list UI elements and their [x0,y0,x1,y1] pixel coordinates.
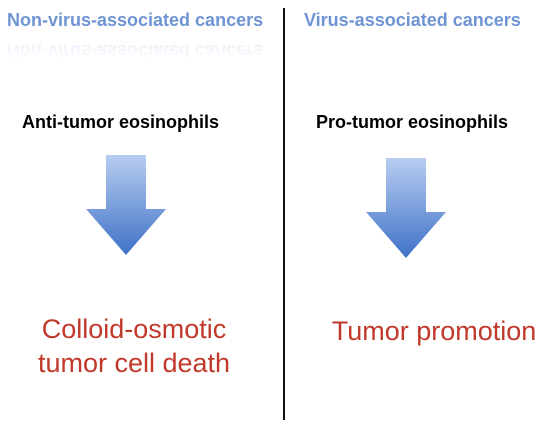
heading-reflection-left: Non-virus-associated cancers [7,41,264,61]
outcome-tumor-promotion: Tumor promotion [318,314,550,348]
label-anti-tumor-eosinophils: Anti-tumor eosinophils [22,112,219,132]
outcome-line: tumor cell death [37,348,231,378]
down-arrow-icon [86,155,166,255]
down-arrow-icon [366,158,446,258]
outcome-line: Tumor promotion [331,316,537,346]
outcome-colloid-osmotic-death: Colloid-osmotic tumor cell death [18,312,250,380]
vertical-divider [283,8,285,420]
outcome-line: Colloid-osmotic [41,314,227,344]
heading-non-virus-associated: Non-virus-associated cancers [7,10,264,30]
label-pro-tumor-eosinophils: Pro-tumor eosinophils [316,112,509,132]
heading-virus-associated: Virus-associated cancers [304,10,521,30]
